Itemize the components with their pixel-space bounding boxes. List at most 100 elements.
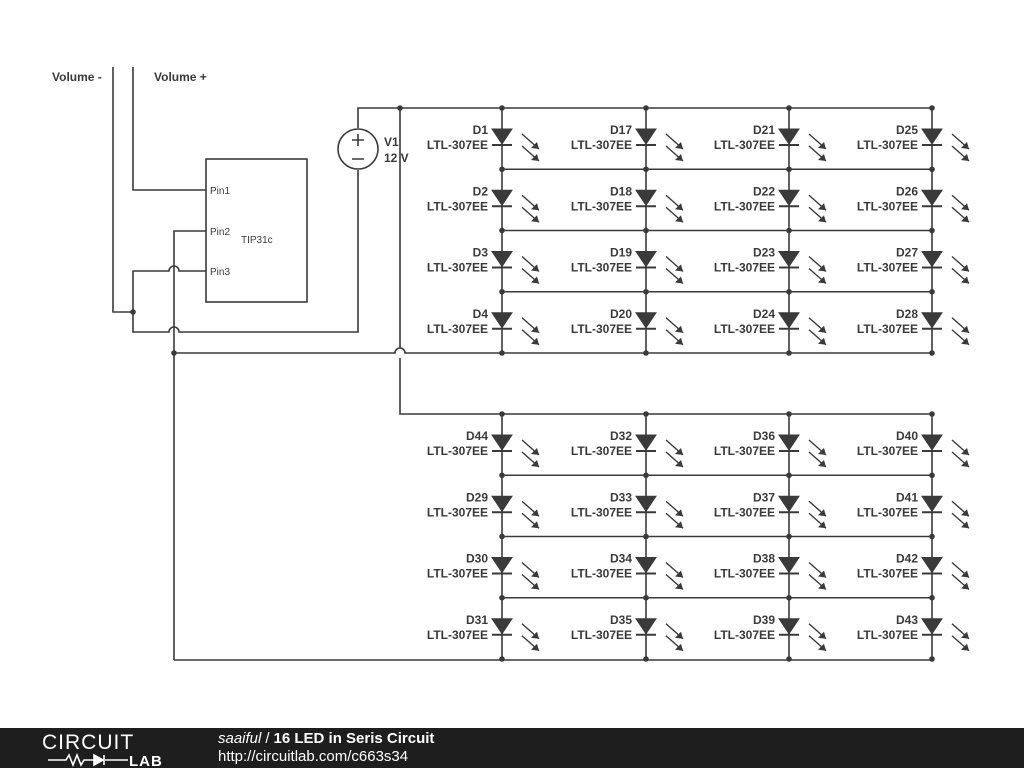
led-ref-label: D29 (466, 490, 488, 504)
led-part-label: LTL-307EE (857, 322, 918, 336)
junction-dot (929, 350, 935, 356)
junction-dot (786, 656, 792, 662)
junction-dot (499, 533, 505, 540)
transistor-part-label: TIP31c (241, 235, 273, 246)
junction-dot (929, 656, 935, 662)
led-ref-label: D23 (753, 246, 775, 260)
led-ref-label: D37 (753, 490, 775, 504)
junction-dot (929, 472, 935, 479)
led-part-label: LTL-307EE (427, 444, 488, 458)
led-ref-label: D3 (473, 246, 489, 260)
led-ref-label: D24 (753, 307, 775, 321)
junction-dot (499, 105, 505, 111)
led-part-label: LTL-307EE (571, 628, 632, 642)
junction-dot (499, 411, 505, 417)
junction-dot (929, 288, 935, 295)
led-ref-label: D25 (896, 123, 918, 137)
junction-dot (499, 594, 505, 601)
junction-dot (929, 227, 935, 234)
junction-dot (786, 227, 792, 234)
led-part-label: LTL-307EE (571, 322, 632, 336)
led-part-label: LTL-307EE (857, 567, 918, 581)
supply-positive-wire (357, 107, 932, 128)
led-part-label: LTL-307EE (427, 628, 488, 642)
led-part-label: LTL-307EE (427, 261, 488, 275)
junction-dot (499, 227, 505, 234)
junction-dot (643, 411, 649, 417)
led-ref-label: D42 (896, 552, 918, 566)
led-ref-label: D2 (473, 184, 489, 198)
led-part-label: LTL-307EE (714, 444, 775, 458)
author-name[interactable]: saaiful (218, 730, 262, 747)
junction-dot (929, 411, 935, 417)
led-part-label: LTL-307EE (857, 138, 918, 152)
credits-title-line: saaiful/16 LED in Seris Circuit (218, 730, 434, 748)
circuit-title: 16 LED in Seris Circuit (273, 730, 435, 747)
wires (112, 67, 932, 661)
led-ref-label: D32 (610, 429, 632, 443)
led-part-label: LTL-307EE (714, 567, 775, 581)
led-part-label: LTL-307EE (857, 628, 918, 642)
junction-dot (499, 350, 505, 356)
led-part-label: LTL-307EE (571, 567, 632, 581)
circuit-url[interactable]: http://circuitlab.com/c663s34 (218, 748, 409, 765)
led-grid: D44LTL-307EED32LTL-307EED36LTL-307EED40L… (427, 411, 970, 662)
led-ref-label: D19 (610, 246, 632, 260)
junction-dot (643, 656, 649, 662)
led-ref-label: D1 (473, 123, 489, 137)
junction-dot (499, 288, 505, 295)
junction-dot (786, 105, 792, 111)
junction-dot (929, 533, 935, 540)
circuitlab-logo: CIRCUIT LAB (42, 731, 162, 767)
led-array: D1LTL-307EED17LTL-307EED21LTL-307EED25LT… (427, 105, 970, 662)
junction-dot (643, 166, 649, 173)
led-part-label: LTL-307EE (714, 322, 775, 336)
junction-dot (786, 533, 792, 540)
led-part-label: LTL-307EE (427, 138, 488, 152)
led-ref-label: D26 (896, 184, 918, 198)
junction-dot (499, 472, 505, 479)
led-part-label: LTL-307EE (427, 567, 488, 581)
junction-dot (643, 105, 649, 111)
led-part-label: LTL-307EE (857, 505, 918, 519)
junction-dots (130, 105, 403, 356)
voltage-source-v1 (337, 128, 379, 170)
source-ref-label: V1 (384, 135, 399, 149)
led-part-label: LTL-307EE (857, 444, 918, 458)
led-ref-label: D41 (896, 490, 918, 504)
led-part-label: LTL-307EE (571, 261, 632, 275)
led-ref-label: D36 (753, 429, 775, 443)
junction-dot (643, 533, 649, 540)
junction-dot (499, 656, 505, 662)
led-ref-label: D22 (753, 184, 775, 198)
led-part-label: LTL-307EE (571, 505, 632, 519)
led-ref-label: D33 (610, 490, 632, 504)
junction-dot (499, 166, 505, 173)
led-part-label: LTL-307EE (857, 199, 918, 213)
junction-dot (643, 350, 649, 356)
led-ref-label: D43 (896, 613, 918, 627)
led-grid: D1LTL-307EED17LTL-307EED21LTL-307EED25LT… (427, 105, 970, 356)
junction-dot (929, 105, 935, 111)
led-part-label: LTL-307EE (714, 628, 775, 642)
led-ref-label: D38 (753, 552, 775, 566)
